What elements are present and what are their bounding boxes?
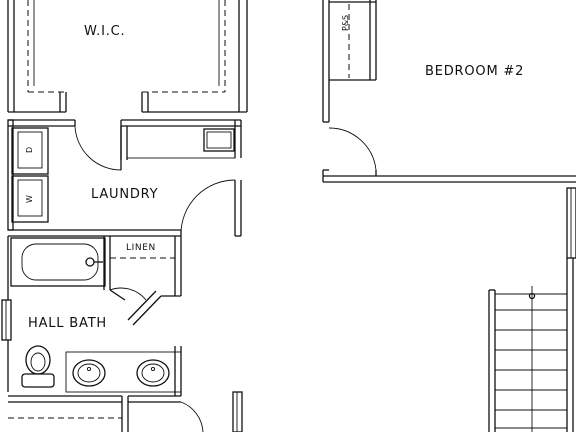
hall-bath-label: HALL BATH — [28, 316, 107, 331]
washer-label: W — [25, 195, 34, 203]
linen-label: LINEN — [126, 243, 156, 253]
wic-label: W.I.C. — [84, 24, 125, 39]
dryer-label: D — [25, 147, 34, 153]
laundry-label: LAUNDRY — [91, 187, 158, 202]
bedroom-2-label: BEDROOM #2 — [425, 64, 524, 79]
pantry-shelf-label: P&S — [341, 15, 350, 31]
stairs — [488, 187, 576, 432]
hall-bath: HALL BATH — [1, 236, 243, 432]
wic-room: W.I.C. — [7, 0, 248, 113]
linen-closet: LINEN — [103, 236, 182, 326]
bedroom-2: P&S BEDROOM #2 — [322, 0, 576, 183]
laundry-room: D W LAUNDRY — [7, 119, 242, 237]
